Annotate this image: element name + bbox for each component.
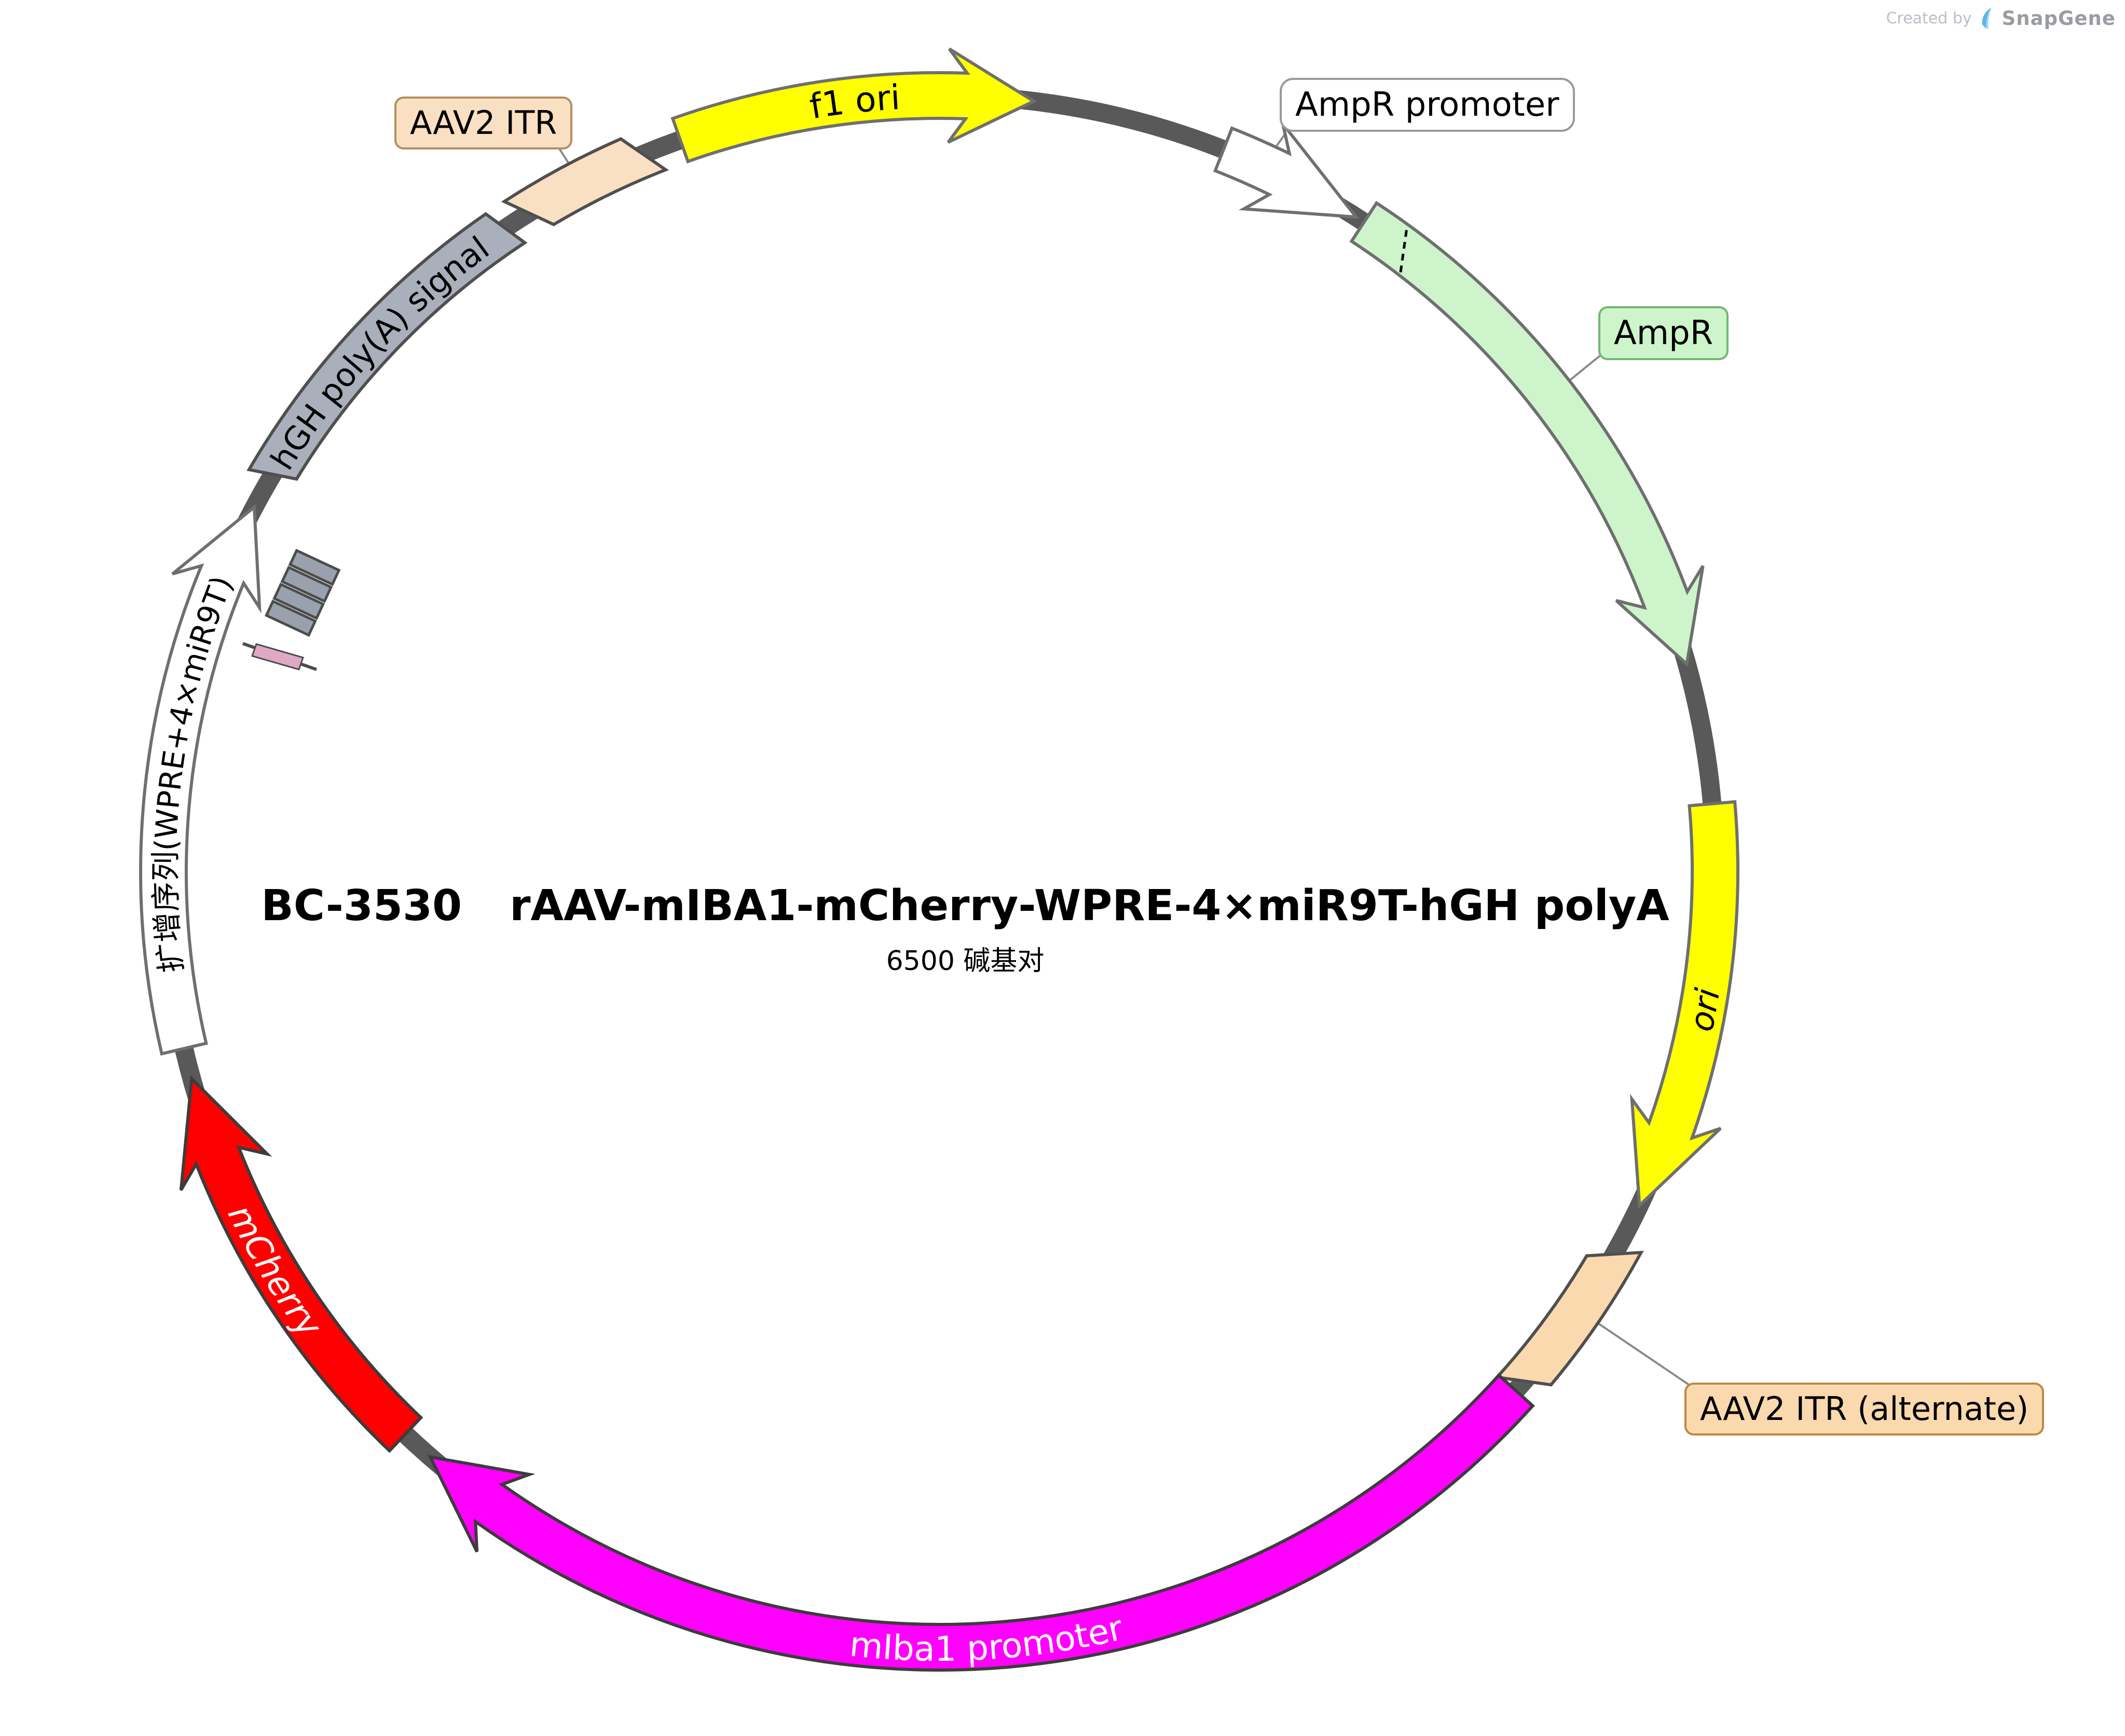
feature-label-hgh-polya: hGH poly(A) signal: [263, 229, 496, 476]
title-block: BC-3530 rAAV-mIBA1-mCherry-WPRE-4×miR9T-h…: [239, 881, 1692, 978]
segment-boundary-marker: [1399, 227, 1408, 272]
label-ampr-promoter[interactable]: AmpR promoter: [1280, 78, 1575, 132]
plasmid-size: 6500 碱基对: [886, 946, 1045, 977]
feature-aav2-itr[interactable]: [501, 137, 669, 226]
feature-label-ori: ori: [1682, 986, 1728, 1034]
label-aav2-itr[interactable]: AAV2 ITR: [394, 97, 573, 149]
label-aav2-itr-alternate[interactable]: AAV2 ITR (alternate): [1684, 1383, 2045, 1436]
mir9t-site-box: [288, 549, 341, 586]
feature-miba1-promoter[interactable]: [427, 1373, 1535, 1672]
label-ampr[interactable]: AmpR: [1598, 306, 1729, 360]
feature-hgh-polya[interactable]: [246, 212, 528, 481]
plasmid-name: rAAV-mIBA1-mCherry-WPRE-4×miR9T-hGH poly…: [510, 881, 1669, 931]
feature-ampr-promoter[interactable]: [1213, 123, 1360, 219]
snapgene-brand-text: SnapGene: [2001, 7, 2116, 30]
feature-mcherry[interactable]: [179, 1075, 423, 1453]
pointer-aav2-itr-alternate: [1597, 1322, 1705, 1396]
plasmid-id: BC-3530: [261, 881, 462, 931]
pointer-ampr: [1567, 354, 1602, 383]
feature-aav2-itr-alt[interactable]: [1493, 1250, 1644, 1387]
feature-wpre-mir9t[interactable]: [139, 504, 262, 1056]
feature-label-mcherry: mCherry: [220, 1198, 330, 1345]
mir9t-site-box: [272, 582, 325, 620]
feature-ori[interactable]: [1629, 800, 1739, 1209]
feature-ampr[interactable]: [1349, 201, 1705, 667]
mir9t-site-box: [265, 599, 317, 637]
mir9t-site-boxes: [265, 549, 341, 637]
primer-ribbon: [251, 643, 304, 671]
feature-f1-ori[interactable]: [670, 47, 1037, 164]
feature-label-miba1-promoter: mIba1 promoter: [848, 1608, 1127, 1669]
snapgene-quill-icon: [1982, 7, 1992, 29]
plasmid-title: BC-3530 rAAV-mIBA1-mCherry-WPRE-4×miR9T-h…: [239, 881, 1692, 931]
snapgene-credit: Created by SnapGene: [1886, 6, 2116, 30]
created-by-text: Created by: [1886, 9, 1972, 28]
mir9t-site-box: [280, 566, 333, 603]
